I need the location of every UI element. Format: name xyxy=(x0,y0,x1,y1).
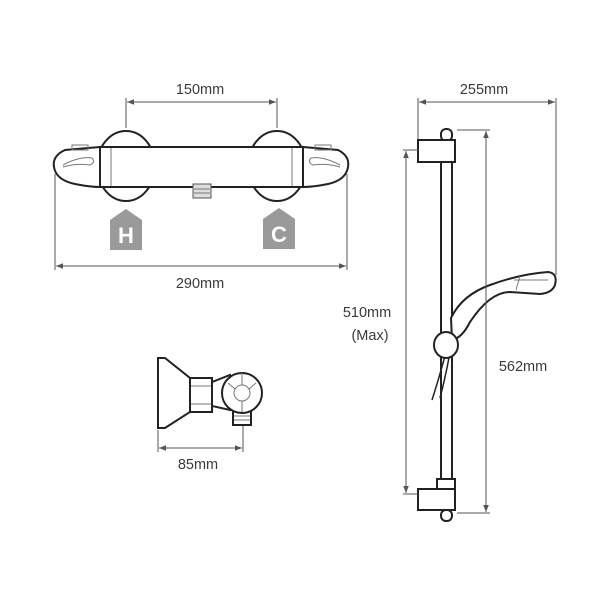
bracket-spacing-dimension: 510mm (Max) xyxy=(343,149,418,495)
wall-flange xyxy=(157,357,191,429)
projection-label: 255mm xyxy=(460,82,508,98)
depth-dimension: 85mm xyxy=(157,426,244,473)
cold-badge: C xyxy=(263,208,295,249)
bottom-collar xyxy=(436,478,456,490)
riser-rail-view: 255mm 510mm (Max) 562mm xyxy=(343,82,557,522)
valve-body xyxy=(52,130,350,202)
valve-side-view: 85mm xyxy=(157,357,263,473)
projection-dimension: 255mm xyxy=(417,82,557,275)
overall-height-dimension: 562mm xyxy=(457,129,547,514)
overall-width-label: 290mm xyxy=(176,276,224,292)
cold-badge-letter: C xyxy=(271,222,287,247)
inlet-spacing-dimension: 150mm xyxy=(125,82,278,128)
union-nut xyxy=(189,377,213,413)
overall-height-label: 562mm xyxy=(499,359,547,375)
bottom-bracket xyxy=(417,488,456,511)
bottom-end-cap xyxy=(440,509,453,522)
depth-label: 85mm xyxy=(178,457,218,473)
slider-clamp xyxy=(433,331,459,359)
hot-badge-letter: H xyxy=(118,223,134,248)
bracket-spacing-note: (Max) xyxy=(351,328,388,344)
handset xyxy=(449,270,557,342)
top-bracket xyxy=(417,139,456,163)
bracket-spacing-label: 510mm xyxy=(343,305,391,321)
inlet-spacing-label: 150mm xyxy=(176,82,224,98)
overall-width-dimension: 290mm xyxy=(54,174,348,292)
outlet-nut xyxy=(192,183,212,199)
hot-badge: H xyxy=(110,209,142,250)
valve-front-view: 150mm H C xyxy=(52,82,350,292)
